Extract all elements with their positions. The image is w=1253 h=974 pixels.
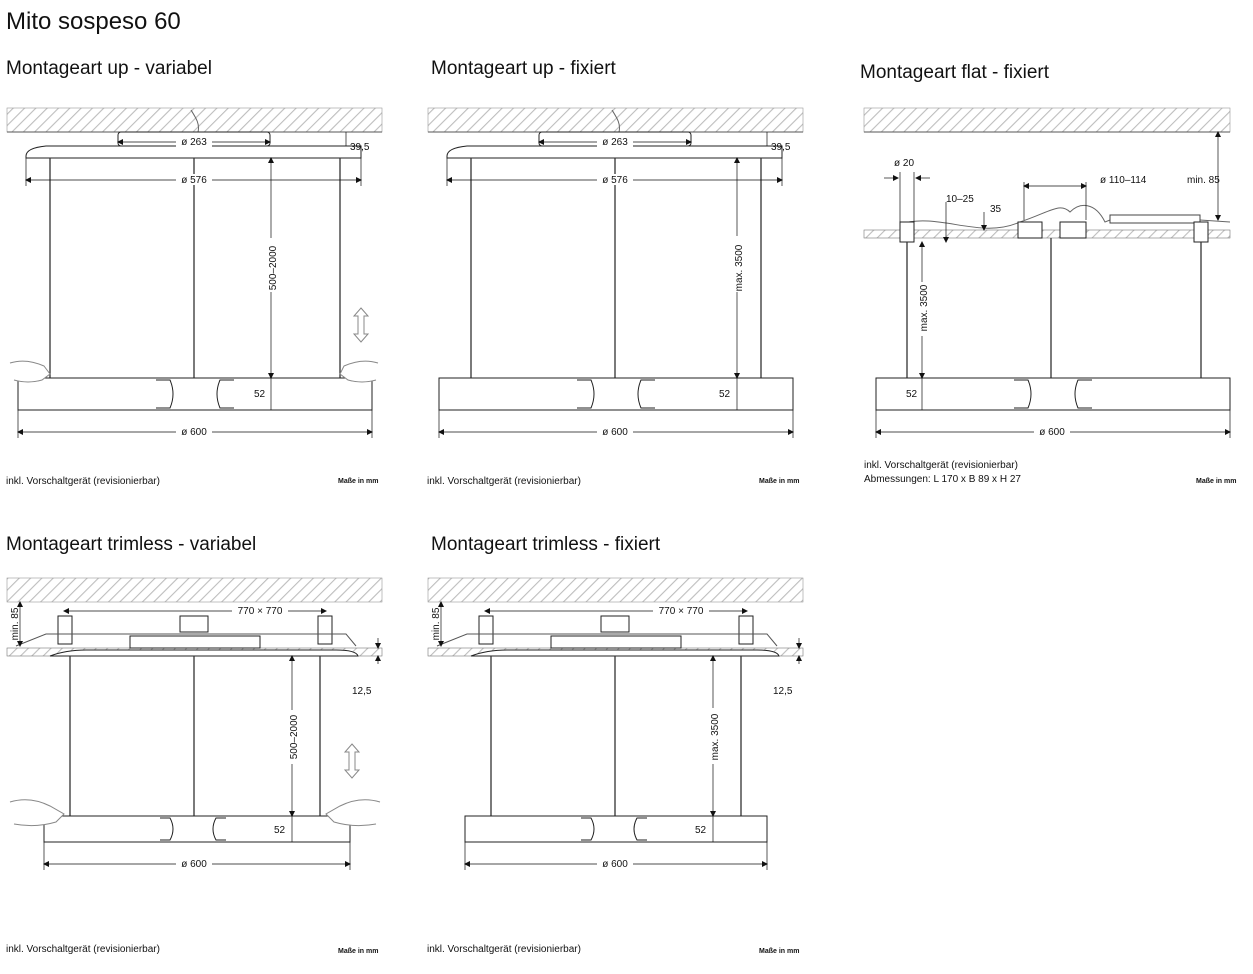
panel-up-variabel: Montageart up - variabel <box>6 58 406 498</box>
dim-canopy: ø 263 <box>181 137 207 148</box>
dim-length: max. 3500 <box>710 713 721 760</box>
dim-length: 500–2000 <box>289 714 300 759</box>
panel-title: Montageart trimless - fixiert <box>431 534 661 555</box>
dim-body-height: 52 <box>906 389 918 400</box>
panel-title: Montageart up - variabel <box>6 58 212 79</box>
note: inkl. Vorschaltgerät (revisionierbar) <box>427 944 581 955</box>
note: inkl. Vorschaltgerät (revisionierbar) <box>427 476 581 487</box>
dim-length: 500–2000 <box>268 245 279 290</box>
dim-body-height: 52 <box>695 825 707 836</box>
dim-depth: 10–25 <box>946 194 974 205</box>
units-label: Maße in mm <box>759 478 800 485</box>
dim-hole: ø 20 <box>894 158 914 169</box>
dim-min: min. 85 <box>1187 175 1220 186</box>
ceiling <box>427 577 804 603</box>
dim-bottom: ø 600 <box>181 859 207 870</box>
top-disc <box>446 145 783 159</box>
dim-top: ø 576 <box>602 175 628 186</box>
dim-trim: 12,5 <box>352 686 372 697</box>
dim-length: max. 3500 <box>734 244 745 291</box>
hand-left-icon <box>9 799 65 827</box>
note: inkl. Vorschaltgerät (revisionierbar) <box>6 944 160 955</box>
trim-disc <box>49 649 359 657</box>
units-label: Maße in mm <box>338 948 379 955</box>
units-label: Maße in mm <box>1196 478 1237 485</box>
note: inkl. Vorschaltgerät (revisionierbar) <box>864 460 1018 471</box>
luminaire-body <box>875 377 1231 411</box>
note: inkl. Vorschaltgerät (revisionierbar) <box>6 476 160 487</box>
page-title: Mito sospeso 60 <box>6 8 181 35</box>
dim-canopy: ø 263 <box>602 137 628 148</box>
drawing-trimless-variabel: 770 × 770 min. 85 12,5 500–2000 52 ø 600 <box>6 577 383 870</box>
dim-trim: 12,5 <box>773 686 793 697</box>
dim-35: 35 <box>990 204 1002 215</box>
luminaire-body <box>438 377 794 411</box>
dim-body-height: 52 <box>719 389 731 400</box>
trim-disc <box>470 649 780 657</box>
dim-bottom: ø 600 <box>1039 427 1065 438</box>
luminaire-body <box>43 815 351 843</box>
dim-length: max. 3500 <box>919 284 930 331</box>
hand-right-icon <box>325 799 381 827</box>
dim-bottom: ø 600 <box>602 427 628 438</box>
dim-bottom: ø 600 <box>602 859 628 870</box>
dim-frame: 770 × 770 <box>659 606 704 617</box>
panel-trimless-fixiert: Montageart trimless - fixiert 770 × 770 <box>427 534 827 974</box>
dim-canopy-height: 39,5 <box>771 142 791 153</box>
top-disc <box>25 145 362 159</box>
housing <box>550 635 682 649</box>
drawing-up-fixiert: ø 263 39,5 ø 576 max. 3500 52 ø 600 <box>427 107 804 438</box>
dim-frame: 770 × 770 <box>238 606 283 617</box>
luminaire-body <box>464 815 768 843</box>
drawing-flat-fixiert: ø 20 ø 110–114 min. 85 10–25 35 max. 350… <box>863 107 1231 438</box>
luminaire-body <box>17 377 373 411</box>
dim-bottom: ø 600 <box>181 427 207 438</box>
housing <box>129 635 261 649</box>
dim-cutout: ø 110–114 <box>1100 175 1147 186</box>
dim-top: ø 576 <box>181 175 207 186</box>
panel-trimless-variabel: Montageart trimless - variabel <box>6 534 406 974</box>
drawing-up-variabel: ø 263 39,5 ø 576 500–2000 52 ø 600 <box>6 107 383 438</box>
driver-box <box>1109 214 1201 224</box>
panel-title: Montageart trimless - variabel <box>6 534 257 555</box>
hand-right-icon <box>339 360 379 383</box>
ceiling-panel <box>863 229 1231 239</box>
panel-up-fixiert: Montageart up - fixiert ø 263 39,5 ø 57 <box>427 58 827 498</box>
hand-left-icon <box>9 360 51 383</box>
ceiling <box>427 107 804 133</box>
drawing-trimless-fixiert: 770 × 770 min. 85 12,5 max. 3500 52 ø 60… <box>427 577 804 870</box>
units-label: Maße in mm <box>759 948 800 955</box>
adjust-arrow-icon <box>352 307 370 343</box>
adjust-arrow-icon <box>343 743 361 779</box>
note-dimensions: Abmessungen: L 170 x B 89 x H 27 <box>864 474 1021 485</box>
dim-min: min. 85 <box>431 607 442 640</box>
dim-canopy-height: 39,5 <box>350 142 370 153</box>
units-label: Maße in mm <box>338 478 379 485</box>
panel-title: Montageart up - fixiert <box>431 58 616 79</box>
panel-title: Montageart flat - fixiert <box>860 62 1050 83</box>
ceiling <box>6 577 383 603</box>
dim-body-height: 52 <box>254 389 266 400</box>
ceiling <box>6 107 383 133</box>
dim-body-height: 52 <box>274 825 286 836</box>
panel-flat-fixiert: Montageart flat - fixiert <box>860 62 1253 502</box>
ceiling <box>863 107 1231 133</box>
dim-min: min. 85 <box>10 607 21 640</box>
